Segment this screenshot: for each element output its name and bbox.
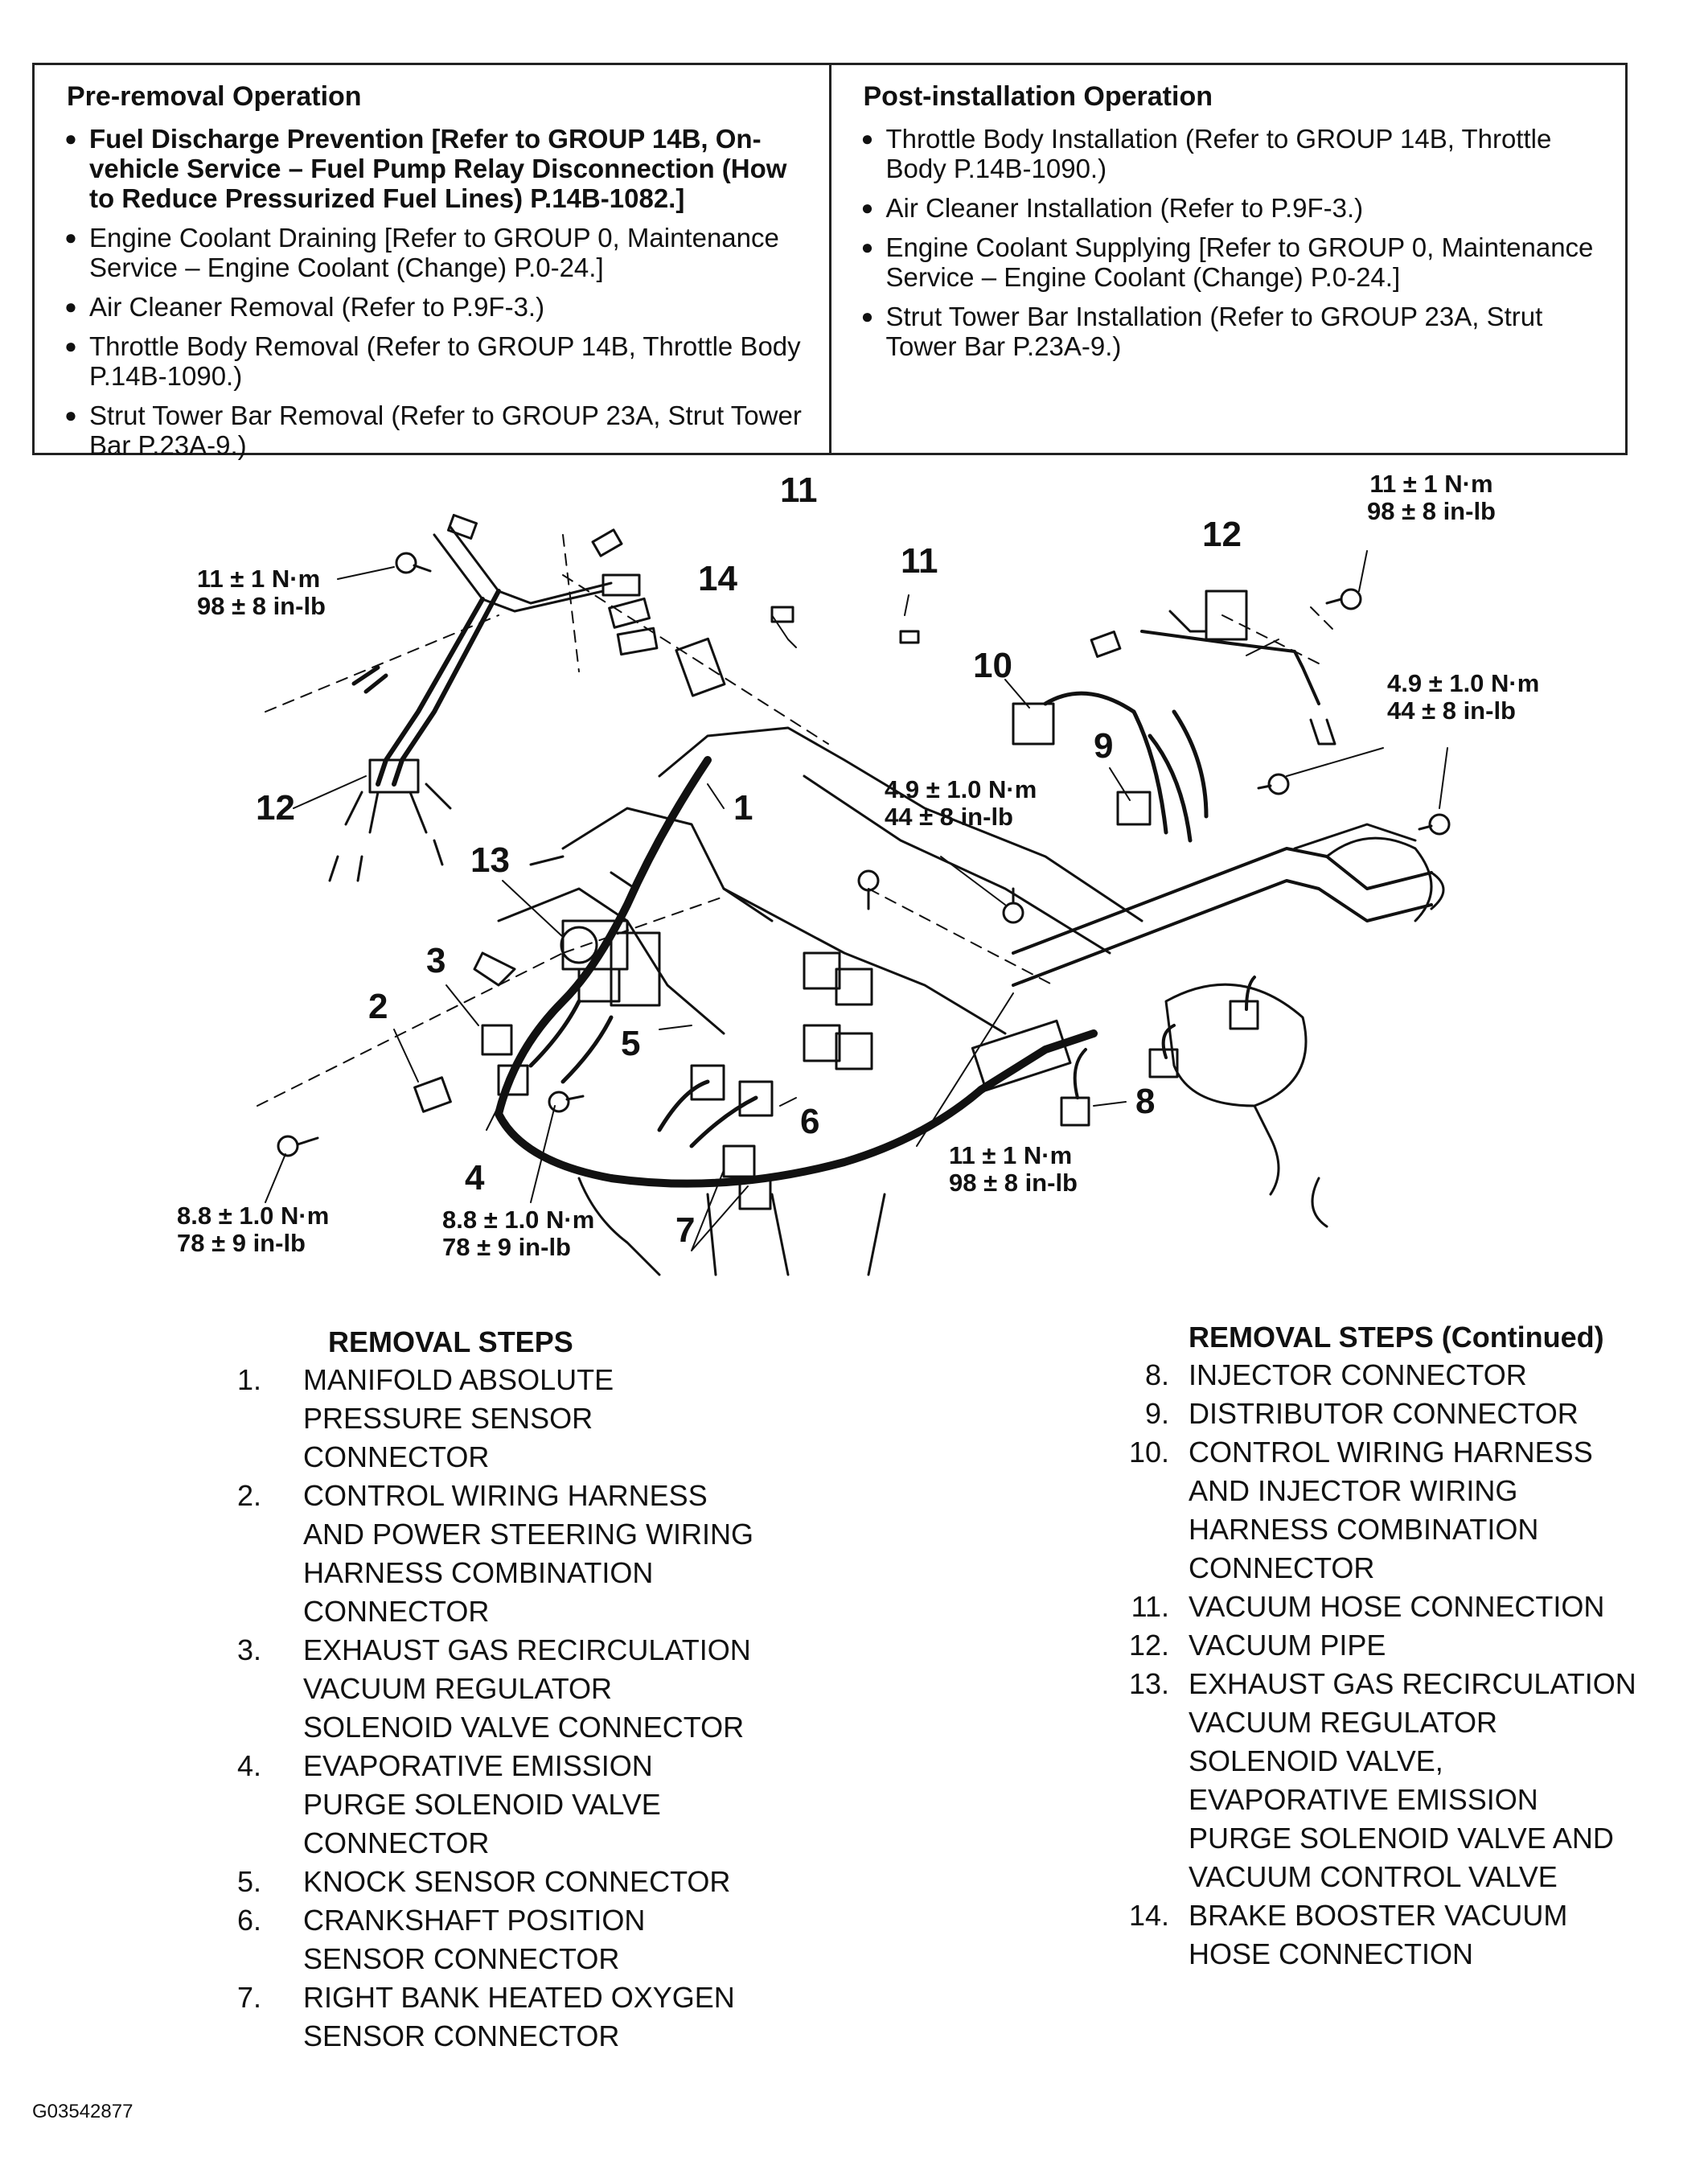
callout-9: 9 xyxy=(1094,726,1114,766)
pre-removal-column: Pre-removal Operation ●Fuel Discharge Pr… xyxy=(35,65,829,460)
bullet-icon: ● xyxy=(64,294,77,318)
removal-step: 5.KNOCK SENSOR CONNECTOR xyxy=(236,1865,731,1898)
figure-id: G03542877 xyxy=(32,2101,133,2122)
post-installation-item: ●Air Cleaner Installation (Refer to P.9F… xyxy=(849,193,1608,223)
post-installation-item: ●Strut Tower Bar Installation (Refer to … xyxy=(849,302,1608,361)
bullet-icon: ● xyxy=(64,126,77,150)
post-installation-column: Post-installation Operation ●Throttle Bo… xyxy=(828,65,1626,453)
callout-3: 3 xyxy=(426,941,446,980)
removal-step: 13.EXHAUST GAS RECIRCULATION VACUUM REGU… xyxy=(1128,1667,1636,1893)
callout-2: 2 xyxy=(368,987,388,1026)
torque-label-bottom-center: 11 ± 1 N·m 98 ± 8 in-lb xyxy=(949,1141,1078,1197)
post-installation-title: Post-installation Operation xyxy=(863,81,1213,112)
callout-12-left: 12 xyxy=(256,788,295,828)
bullet-icon: ● xyxy=(860,235,874,259)
torque-label-center: 4.9 ± 1.0 N·m 44 ± 8 in-lb xyxy=(885,775,1037,831)
pre-removal-item: ●Air Cleaner Removal (Refer to P.9F-3.) xyxy=(52,292,811,322)
callout-12-right: 12 xyxy=(1202,515,1242,554)
removal-step: 7.RIGHT BANK HEATED OXYGEN SENSOR CONNEC… xyxy=(236,1981,735,2052)
bullet-icon: ● xyxy=(64,225,77,249)
removal-step: 11.VACUUM HOSE CONNECTION xyxy=(1131,1590,1605,1623)
removal-step: 1.MANIFOLD ABSOLUTE PRESSURE SENSOR CONN… xyxy=(236,1363,614,1473)
torque-label-top-left: 11 ± 1 N·m 98 ± 8 in-lb xyxy=(197,565,326,620)
callout-14: 14 xyxy=(698,559,737,598)
removal-step: 12.VACUUM PIPE xyxy=(1128,1629,1386,1662)
removal-step: 4.EVAPORATIVE EMISSION PURGE SOLENOID VA… xyxy=(236,1749,661,1859)
callout-6: 6 xyxy=(800,1102,820,1141)
bullet-icon: ● xyxy=(64,403,77,427)
callout-4: 4 xyxy=(465,1158,485,1198)
pre-removal-title: Pre-removal Operation xyxy=(67,81,362,112)
torque-label-bottom-left: 8.8 ± 1.0 N·m 78 ± 9 in-lb xyxy=(177,1202,330,1257)
callout-7: 7 xyxy=(675,1210,696,1250)
pre-removal-item: ●Engine Coolant Draining [Refer to GROUP… xyxy=(52,223,811,282)
bullet-icon: ● xyxy=(860,304,874,328)
operation-box: Pre-removal Operation ●Fuel Discharge Pr… xyxy=(32,63,1628,460)
pre-removal-item: ●Fuel Discharge Prevention [Refer to GRO… xyxy=(52,124,811,213)
callout-8: 8 xyxy=(1135,1082,1156,1121)
callout-5: 5 xyxy=(621,1024,641,1063)
post-installation-item: ●Throttle Body Installation (Refer to GR… xyxy=(849,124,1608,183)
pre-removal-list: ●Fuel Discharge Prevention [Refer to GRO… xyxy=(52,124,811,460)
removal-step: 14.BRAKE BOOSTER VACUUM HOSE CONNECTION xyxy=(1128,1899,1568,1970)
post-installation-item: ●Engine Coolant Supplying [Refer to GROU… xyxy=(849,232,1608,292)
post-installation-list: ●Throttle Body Installation (Refer to GR… xyxy=(849,124,1608,361)
torque-label-bottom-mid: 8.8 ± 1.0 N·m 78 ± 9 in-lb xyxy=(442,1206,595,1261)
removal-steps-heading: REMOVAL STEPS xyxy=(328,1325,573,1358)
removal-step: 10.CONTROL WIRING HARNESS AND INJECTOR W… xyxy=(1128,1436,1593,1584)
removal-step: 6.CRANKSHAFT POSITION SENSOR CONNECTOR xyxy=(236,1904,646,1975)
torque-label-top-right: 11 ± 1 N·m 98 ± 8 in-lb xyxy=(1367,470,1496,525)
torque-label-right: 4.9 ± 1.0 N·m 44 ± 8 in-lb xyxy=(1387,669,1540,725)
removal-step: 9.DISTRIBUTOR CONNECTOR xyxy=(1144,1397,1579,1430)
bullet-icon: ● xyxy=(860,126,874,150)
callout-10: 10 xyxy=(973,646,1012,685)
pre-removal-item: ●Throttle Body Removal (Refer to GROUP 1… xyxy=(52,331,811,391)
wiring-harness-diagram: 11 11 14 12 12 10 9 1 13 3 2 5 6 8 4 7 1… xyxy=(0,470,1708,1291)
callout-11-b: 11 xyxy=(901,541,938,581)
removal-step: 8.INJECTOR CONNECTOR xyxy=(1144,1358,1527,1391)
pre-removal-item: ●Strut Tower Bar Removal (Refer to GROUP… xyxy=(52,401,811,460)
engine-line-drawing xyxy=(257,513,1451,1276)
callout-1: 1 xyxy=(733,788,753,828)
bullet-icon: ● xyxy=(860,195,874,220)
removal-step: 3.EXHAUST GAS RECIRCULATION VACUUM REGUL… xyxy=(236,1633,751,1744)
removal-steps-right: 8.INJECTOR CONNECTOR 9.DISTRIBUTOR CONNE… xyxy=(1089,1356,1636,1974)
removal-steps-left: 1.MANIFOLD ABSOLUTE PRESSURE SENSOR CONN… xyxy=(193,1361,753,2056)
callout-11-a: 11 xyxy=(780,470,818,510)
bullet-icon: ● xyxy=(64,334,77,358)
removal-steps-continued-heading: REMOVAL STEPS (Continued) xyxy=(1189,1321,1604,1354)
callout-13: 13 xyxy=(470,840,510,880)
removal-step: 2.CONTROL WIRING HARNESS AND POWER STEER… xyxy=(236,1479,754,1628)
